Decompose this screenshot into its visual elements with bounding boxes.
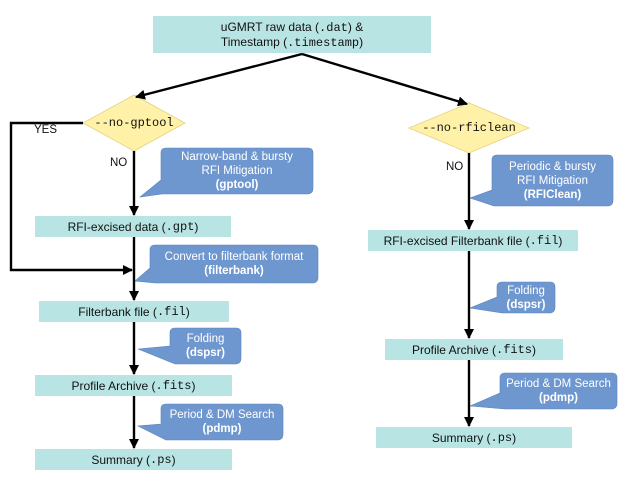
- edge-left-yes: [9, 121, 133, 275]
- callout-dspsr-right: Folding (dspsr): [506, 284, 546, 311]
- callout-shape-filterbank: [134, 244, 319, 284]
- decision-label-rficlean: --no-rficlean: [422, 121, 516, 135]
- callout-rficlean: Periodic & bursty RFI Mitigation (RFICle…: [509, 160, 596, 201]
- decision-label-gptool: --no-gptool: [94, 116, 174, 130]
- left-summary-box: Summary (.ps): [35, 449, 232, 470]
- edge-start-to-left: [135, 52, 303, 100]
- left-filterbank-box: Filterbank file (.fil): [39, 301, 229, 322]
- callout-shape-gptool: [138, 147, 314, 198]
- left-excised-box: RFI-excised data (.gpt): [35, 216, 231, 237]
- callout-shape-pdmp-right: [469, 372, 618, 410]
- callout-gptool: Narrow-band & bursty RFI Mitigation (gpt…: [181, 151, 293, 191]
- callout-shape-pdmp-left: [136, 403, 284, 441]
- callout-shape-dspsr-left: [137, 327, 242, 365]
- callout-shape-dspsr-right: [468, 281, 556, 314]
- callout-dspsr-left: Folding (dspsr): [186, 333, 225, 359]
- left-archive-box: Profile Archive (.fits): [35, 375, 232, 396]
- callout-filterbank: Convert to filterbank format (filterbank…: [164, 251, 304, 277]
- right-archive-box: Profile Archive (.fits): [385, 339, 563, 360]
- callout-pdmp-right: Period & DM Search (pdmp): [506, 378, 611, 404]
- callout-pdmp-left: Period & DM Search (pdmp): [169, 409, 275, 435]
- yes-label: YES: [34, 124, 58, 136]
- callout-shape-rficlean: [469, 154, 614, 207]
- no-label-left: NO: [110, 157, 128, 169]
- start-box: uGMRT raw data (.dat) & Timestamp (.time…: [153, 16, 431, 53]
- right-excised-box: RFI-excised Filterbank file (.fil): [368, 230, 578, 251]
- no-label-right: NO: [446, 161, 464, 173]
- edge-start-to-right: [301, 52, 468, 107]
- right-summary-box: Summary (.ps): [376, 427, 572, 448]
